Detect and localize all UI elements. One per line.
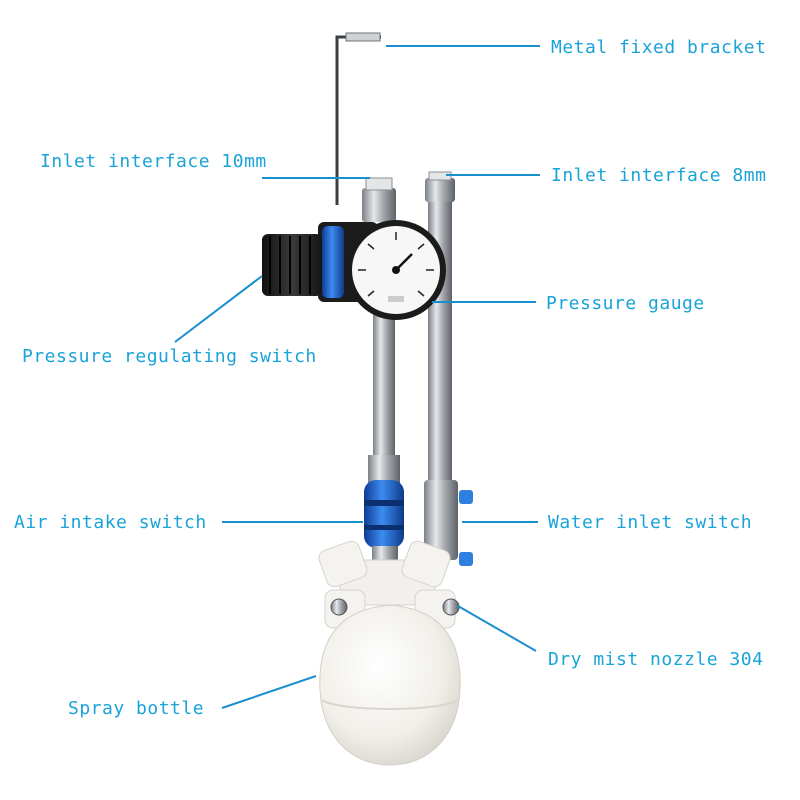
label-spray-bottle: Spray bottle [68,698,205,719]
spray-bottle-shape [319,604,461,766]
leader-dry-mist-nozzle [457,605,537,652]
leader-spray-bottle [221,675,317,709]
label-pressure-regulating-switch: Pressure regulating switch [22,346,317,367]
label-metal-fixed-bracket: Metal fixed bracket [551,37,767,58]
inlet-fitting-10mm-shape [362,177,396,222]
label-inlet-interface-8mm: Inlet interface 8mm [551,165,767,186]
leader-pressure-regulating [174,275,263,343]
label-air-intake-switch: Air intake switch [14,512,207,533]
label-inlet-interface-10mm: Inlet interface 10mm [40,151,267,172]
label-water-inlet-switch: Water inlet switch [548,512,753,533]
label-pressure-gauge: Pressure gauge [546,293,705,314]
label-dry-mist-nozzle-304: Dry mist nozzle 304 [548,649,764,670]
pressure-gauge-shape [346,220,446,320]
metal-bracket-shape [335,32,381,205]
